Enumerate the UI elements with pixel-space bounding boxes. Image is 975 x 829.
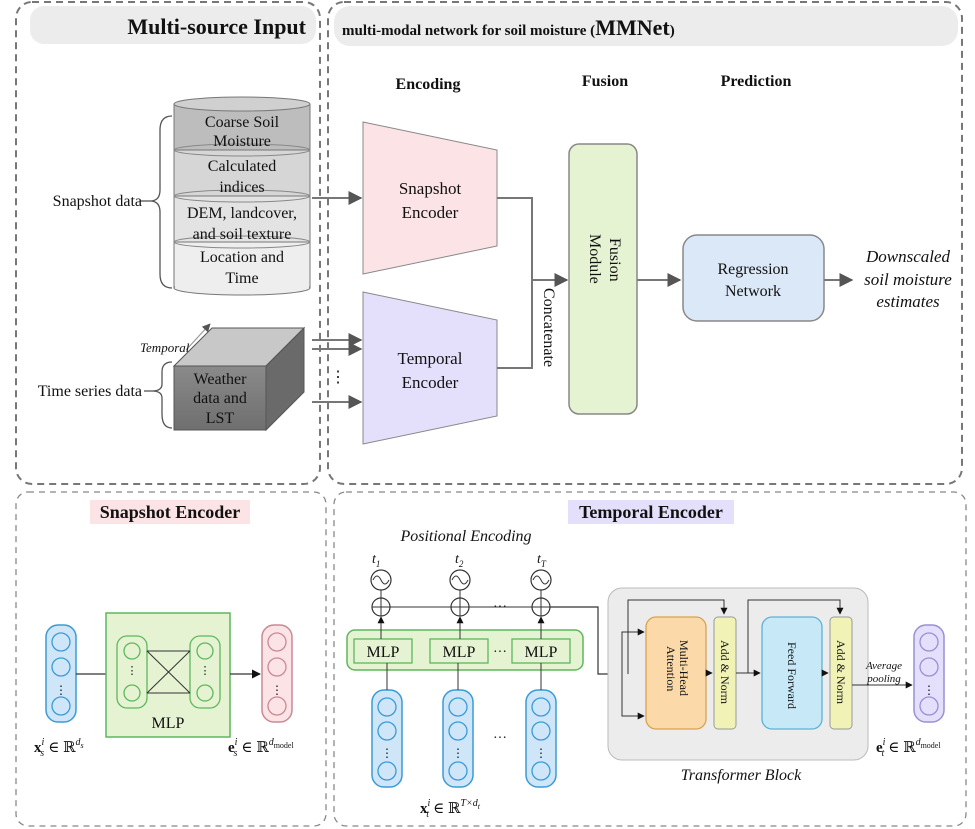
svg-text:⋮: ⋮ — [200, 665, 211, 677]
timeseries-brace — [151, 361, 173, 429]
timeseries-dots: ⋮ — [330, 369, 346, 386]
snapshot-data-label: Snapshot data — [53, 193, 142, 210]
svg-text:⋮: ⋮ — [127, 665, 138, 677]
fusion-module-line-1: Fusion — [606, 238, 623, 282]
svg-text:···: ··· — [493, 731, 507, 746]
attention-line-2: Attention — [664, 646, 678, 691]
svg-text:···: ··· — [493, 645, 507, 660]
svg-text:⋮: ⋮ — [452, 746, 464, 760]
add-norm-2-label: Add & Norm — [834, 640, 848, 705]
temporal-encoder-line-2: Encoder — [402, 373, 459, 392]
svg-text:⋮: ⋮ — [55, 683, 67, 697]
feed-forward-label: Feed Forward — [785, 642, 799, 709]
temporal-mlp-2: MLP — [443, 644, 476, 661]
svg-text:⋮: ⋮ — [381, 746, 393, 760]
cube-line-2: data and — [193, 390, 247, 407]
regression-line-1: Regression — [717, 261, 788, 278]
add-norm-1-label: Add & Norm — [718, 640, 732, 705]
fusion-module-line-2: Module — [586, 234, 603, 284]
snapshot-mlp-box — [105, 612, 231, 738]
cylinder-layer-4-line-2: Time — [225, 270, 258, 287]
svg-text:⋮: ⋮ — [271, 683, 283, 697]
snapshot-input-vector — [45, 624, 77, 723]
output-line-1: Downscaled — [865, 247, 951, 266]
add-norm-block-2 — [829, 616, 853, 730]
snapshot-encoder-line-2: Encoder — [402, 203, 459, 222]
snapshot-brace — [149, 115, 173, 289]
snapshot-detail-title: Snapshot Encoder — [100, 502, 241, 522]
timeseries-data-label: Time series data — [38, 383, 142, 400]
temporal-axis-arrow — [185, 323, 211, 351]
mmnet-title: multi-modal network for soil moisture (M… — [342, 15, 675, 40]
stage-fusion: Fusion — [582, 73, 628, 90]
temporal-mlp-1: MLP — [367, 644, 400, 661]
weather-cube — [172, 326, 306, 432]
stage-encoding: Encoding — [396, 76, 461, 93]
temporal-input-vectors: ⋮ ⋮ ⋮ ··· — [371, 663, 557, 788]
stage-prediction: Prediction — [721, 73, 792, 90]
positional-encoding-label: Positional Encoding — [399, 528, 531, 545]
snapshot-encoder-block — [362, 121, 498, 275]
temporal-axis-label: Temporal — [140, 340, 190, 355]
temporal-encoder-block — [362, 291, 498, 445]
t1-label: t1 — [372, 552, 380, 569]
average-pooling-line-1: Average — [865, 660, 902, 672]
average-pooling-line-2: pooling — [866, 673, 901, 685]
svg-text:⋮: ⋮ — [923, 683, 935, 697]
temporal-output-vector — [913, 624, 945, 723]
output-line-3: estimates — [876, 292, 940, 311]
data-cylinder — [173, 96, 311, 296]
cylinder-layer-2-line-1: Calculated — [208, 158, 276, 175]
temporal-encoder-line-1: Temporal — [398, 349, 463, 368]
snapshot-encoder-line-1: Snapshot — [399, 179, 462, 198]
cylinder-layer-1-line-2: Moisture — [213, 133, 271, 150]
regression-line-2: Network — [725, 283, 781, 300]
temporal-detail-title: Temporal Encoder — [579, 502, 723, 522]
input-panel-title: Multi-source Input — [127, 14, 306, 39]
cylinder-layer-3-line-2: and soil texture — [193, 226, 292, 243]
temporal-encoder-detail-panel: Temporal Encoder Positional Encoding t1 … — [333, 491, 967, 827]
output-line-2: soil moisture — [864, 270, 952, 289]
cylinder-layer-4-line-1: Location and — [200, 249, 284, 266]
cube-line-1: Weather — [194, 371, 248, 388]
snapshot-mlp-label: MLP — [152, 715, 185, 732]
tT-label: tT — [537, 552, 547, 569]
temporal-mlp-3: MLP — [525, 644, 558, 661]
cylinder-layer-1-line-1: Coarse Soil — [205, 114, 280, 131]
t2-label: t2 — [455, 552, 464, 569]
concatenate-label: Concatenate — [540, 288, 557, 367]
attention-line-1: Multi-Head — [677, 640, 691, 696]
regression-network-block — [682, 234, 825, 322]
cube-line-3: LST — [206, 410, 235, 427]
transformer-block-label: Transformer Block — [681, 767, 802, 784]
snapshot-output-vector — [261, 624, 293, 723]
multi-source-input-panel: Multi-source Input Coarse Soil Moisture … — [15, 1, 321, 485]
positional-encoding-sources: t1 t2 tT ··· — [370, 552, 552, 617]
mmnet-panel: multi-modal network for soil moisture (M… — [312, 1, 963, 485]
cylinder-layer-2-line-2: indices — [219, 179, 264, 196]
cylinder-layer-3-line-1: DEM, landcover, — [187, 205, 297, 222]
svg-text:⋮: ⋮ — [535, 746, 547, 760]
